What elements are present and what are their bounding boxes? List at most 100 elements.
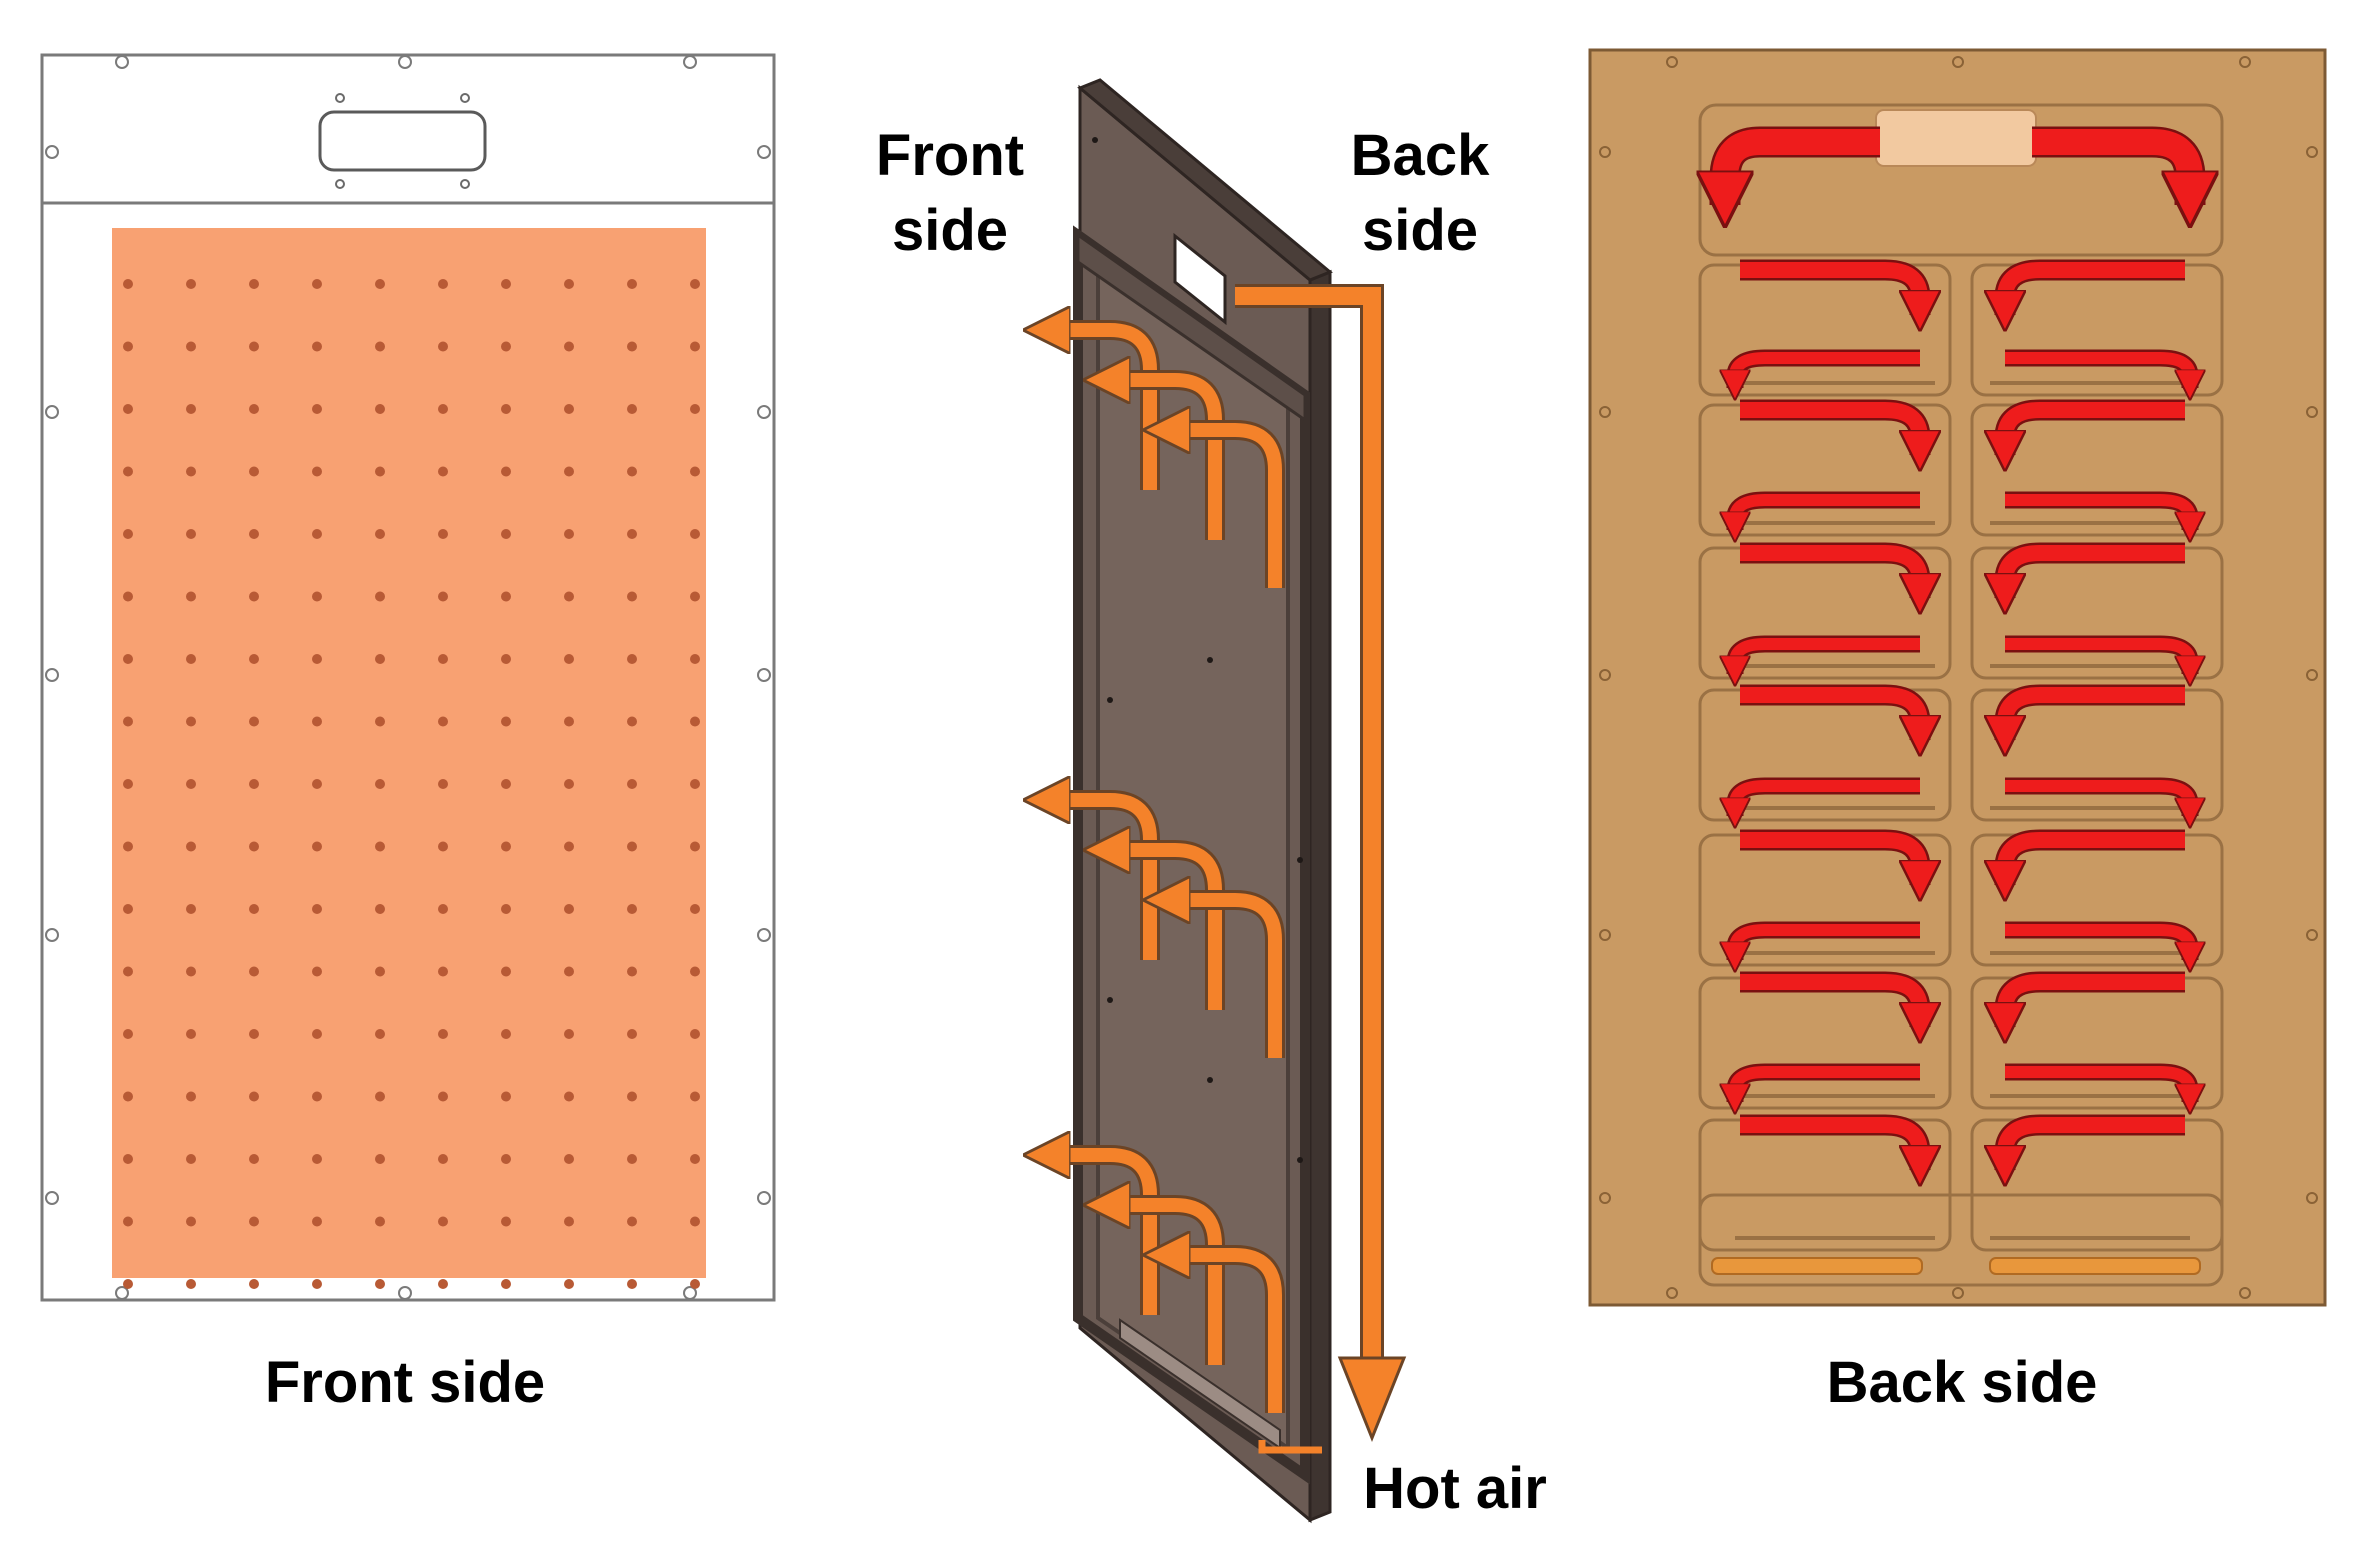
back-board-holes: [1599, 56, 2318, 1299]
center-3d-panel: [1042, 78, 1407, 1524]
panel-header-strip: [1076, 232, 1307, 423]
perforation-dot: [249, 716, 259, 727]
perforation-dot: [249, 1279, 259, 1289]
channel-arrow: [1735, 924, 1920, 960]
perforation-dot: [123, 1091, 133, 1102]
perforation-dot: [564, 841, 574, 852]
channel-arrow: [2005, 638, 2190, 674]
hot-air-arrowhead: [1337, 1356, 1407, 1443]
perforation-dot: [690, 1091, 700, 1102]
airflow-arrow: [1162, 1255, 1282, 1413]
frame-hole: [45, 928, 59, 942]
perforation-dot: [186, 1029, 196, 1039]
center-front-label-line2: side: [892, 198, 1008, 263]
perforation-dot: [186, 841, 196, 852]
perforation-dot: [312, 1279, 322, 1289]
center-back-label-line1: Back: [1351, 123, 1490, 188]
bottom-chamber: [1698, 1193, 2224, 1287]
board-hole: [2306, 406, 2318, 418]
frame-hole: [115, 1286, 129, 1300]
board-hole: [2306, 669, 2318, 681]
front-perforated-pad: [112, 228, 706, 1278]
handle-screw: [335, 93, 345, 103]
perforation-dot: [501, 716, 511, 727]
perforation-dot: [627, 404, 637, 414]
perforation-dot: [375, 1279, 385, 1289]
perforation-dot: [312, 841, 322, 852]
perforation-dot: [501, 966, 511, 977]
perforation-dot: [249, 1154, 259, 1164]
perforation-dot: [690, 654, 700, 664]
perforation-dot: [438, 654, 448, 664]
perforation-dot: [564, 779, 574, 789]
inlet-arrow-left: [1725, 129, 1880, 205]
perforation-dot: [690, 1216, 700, 1227]
airflow-arrow: [1042, 330, 1157, 490]
perforation-dot: [375, 404, 385, 414]
perforation-dot: [627, 466, 637, 477]
perforation-dot: [123, 1029, 133, 1039]
back-side-panel: [1588, 48, 2327, 1307]
channel-arrow: [1740, 687, 1920, 740]
board-hole: [2306, 1192, 2318, 1204]
perforation-dot: [249, 529, 259, 539]
perforation-dot: [375, 529, 385, 539]
channel-arrow: [2005, 494, 2190, 530]
panel-screw: [1297, 857, 1303, 863]
perforation-dot: [690, 1279, 700, 1289]
perforation-dot: [312, 1154, 322, 1164]
perforation-dot: [690, 966, 700, 977]
airflow-arrow: [1102, 850, 1222, 1010]
back-inlet-opening: [1875, 109, 2037, 167]
channel-arrow: [2005, 974, 2185, 1027]
channel-arrow: [1735, 638, 1920, 674]
perforation-dot: [186, 654, 196, 664]
perforation-dot: [690, 279, 700, 289]
perforation-dot: [690, 779, 700, 789]
perforation-dot: [564, 466, 574, 477]
perforation-dot: [123, 1216, 133, 1227]
panel-screw: [1092, 137, 1098, 143]
perforation-dot: [249, 1029, 259, 1039]
perforation-dot: [501, 1029, 511, 1039]
perforation-dot: [249, 591, 259, 602]
perforation-dot: [501, 904, 511, 914]
perforation-dot: [123, 404, 133, 414]
board-hole: [2306, 146, 2318, 158]
perforation-dot: [627, 1154, 637, 1164]
perforation-dot: [564, 1216, 574, 1227]
perforation-dot: [564, 966, 574, 977]
perforation-dot: [312, 341, 322, 352]
perforation-dot: [249, 966, 259, 977]
channel-arrow: [1735, 352, 1920, 388]
perforation-dot: [249, 404, 259, 414]
perforation-dot: [123, 341, 133, 352]
perforation-dot: [627, 966, 637, 977]
perforation-dot: [501, 779, 511, 789]
perforation-dot: [249, 279, 259, 289]
perforation-dot: [312, 966, 322, 977]
channel-arrow: [2005, 1066, 2190, 1102]
perforation-dot: [312, 466, 322, 477]
perforation-dot: [123, 654, 133, 664]
airflow-arrow: [1162, 430, 1282, 588]
airflow-arrow: [1102, 380, 1222, 540]
frame-hole: [757, 928, 771, 942]
perforation-dot: [627, 279, 637, 289]
perforation-dot: [627, 904, 637, 914]
front-panel-handle-slot: [318, 110, 487, 172]
perforation-dot: [438, 279, 448, 289]
airflow-arrow: [1042, 800, 1157, 960]
perforation-dot: [186, 341, 196, 352]
perforation-dot: [312, 1029, 322, 1039]
perforation-dot: [564, 591, 574, 602]
perforation-dot: [501, 529, 511, 539]
perforation-dot: [501, 591, 511, 602]
front-side-caption: Front side: [265, 1350, 545, 1415]
perforation-dot: [501, 1091, 511, 1102]
channel-arrow: [1735, 780, 1920, 816]
board-hole: [1666, 56, 1678, 68]
perforation-dot: [186, 1279, 196, 1289]
perforation-dot: [501, 1279, 511, 1289]
perforation-dot: [123, 904, 133, 914]
